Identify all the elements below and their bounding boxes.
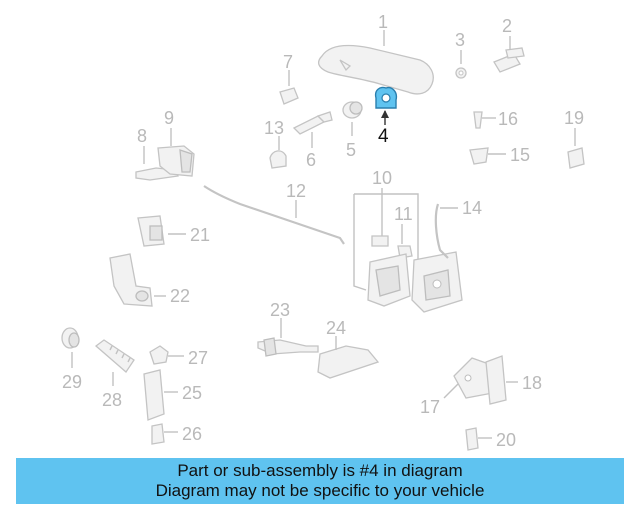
callout-28: 28	[102, 390, 122, 410]
callout-3: 3	[455, 30, 465, 50]
banner-line-1: Part or sub-assembly is #4 in diagram	[177, 461, 463, 480]
callout-23: 23	[270, 300, 290, 320]
callout-7: 7	[283, 52, 293, 72]
part-5-grommet: 5	[342, 101, 363, 160]
callout-4: 4	[378, 126, 389, 147]
callout-6: 6	[306, 150, 316, 170]
part-10-11-latch-assembly: 10 11	[353, 168, 463, 313]
parts-diagram: 1 4 2 3 7 5 6	[61, 12, 585, 451]
part-1-outside-handle: 1	[317, 12, 434, 95]
callout-16: 16	[498, 109, 518, 129]
callout-15: 15	[510, 145, 530, 165]
callout-9: 9	[164, 108, 174, 128]
part-22-bracket: 22	[109, 253, 190, 307]
callout-26: 26	[182, 424, 202, 444]
callout-20: 20	[496, 430, 516, 450]
callout-17: 17	[420, 397, 440, 417]
callout-21: 21	[190, 225, 210, 245]
callout-14: 14	[462, 198, 482, 218]
callout-10: 10	[372, 168, 392, 188]
callout-25: 25	[182, 383, 202, 403]
callout-27: 27	[188, 348, 208, 368]
part-25-cover: 25	[143, 369, 202, 421]
callout-8: 8	[137, 126, 147, 146]
part-28-boot: 28	[94, 339, 135, 410]
part-3-washer: 3	[455, 30, 467, 79]
part-21-bracket: 21	[137, 215, 210, 247]
callout-19: 19	[564, 108, 584, 128]
part-14-cable: 14	[434, 198, 482, 259]
callout-5: 5	[346, 140, 356, 160]
part-16-screw: 16	[473, 109, 518, 129]
part-6-rod-clip: 6	[292, 111, 333, 170]
callout-13: 13	[264, 118, 284, 138]
part-18-plate: 18	[485, 355, 542, 405]
part-13-clip: 13	[264, 118, 287, 169]
callout-12: 12	[286, 181, 306, 201]
part-15-nut: 15	[469, 145, 530, 165]
part-8-9-inside-handle: 8 9	[135, 108, 195, 181]
info-banner: Part or sub-assembly is #4 in diagram Di…	[16, 458, 624, 504]
part-19-bumper: 19	[564, 108, 585, 169]
part-4-highlighted: 4	[374, 86, 398, 147]
callout-11: 11	[394, 204, 413, 224]
callout-2: 2	[502, 16, 512, 36]
part-29-grommet: 29	[61, 327, 82, 392]
callout-1: 1	[378, 12, 388, 32]
callout-22: 22	[170, 286, 190, 306]
part-24-check: 24	[317, 318, 380, 379]
callout-18: 18	[522, 373, 542, 393]
part-2-lock-cylinder: 2	[493, 16, 525, 73]
callout-29: 29	[62, 372, 82, 392]
part-27-nut: 27	[149, 345, 208, 368]
part-12-rod: 12	[203, 181, 345, 245]
part-20-cap: 20	[465, 427, 516, 451]
banner-line-2: Diagram may not be specific to your vehi…	[155, 481, 485, 500]
part-26-stud: 26	[151, 423, 202, 445]
part-7-clip: 7	[279, 52, 299, 105]
part-23-striker: 23	[257, 300, 319, 357]
callout-24: 24	[326, 318, 346, 338]
